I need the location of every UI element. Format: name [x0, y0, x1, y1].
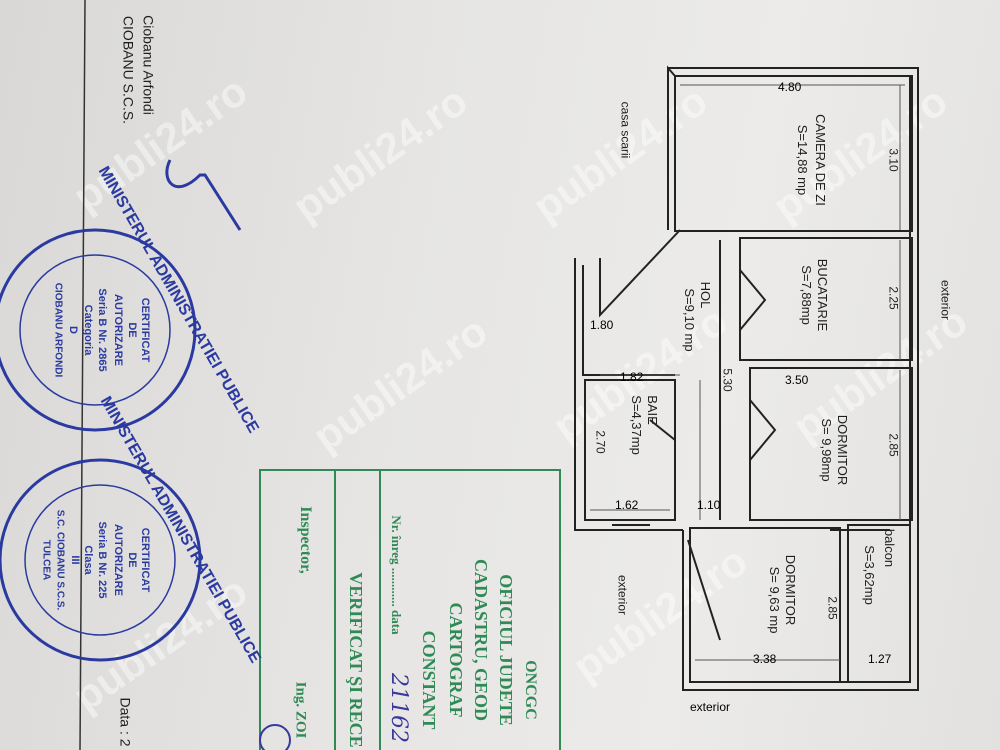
dimension: 1.82 — [620, 370, 644, 384]
floor-plan — [574, 65, 919, 691]
stamp-text: III — [69, 555, 82, 565]
room-name: BUCATARIE — [815, 258, 831, 332]
label-exterior: exterior — [938, 279, 953, 321]
dimension: 4.80 — [778, 80, 802, 94]
stamp-text: AUTORIZARE — [112, 524, 125, 596]
stamp-text: CERTIFICAT — [139, 527, 152, 593]
oncgc-stamp-frame — [259, 469, 561, 750]
dimension-lines — [590, 84, 905, 661]
room-name: BAIE — [645, 395, 661, 425]
stamp-text: Categoria — [82, 304, 95, 356]
stamp-text: TULCEA — [40, 539, 52, 581]
room-area: S=9,10 mp — [682, 288, 698, 352]
label-staircase: casa scarii — [618, 101, 633, 159]
room-name: balcon — [882, 528, 898, 568]
dimension: 1.27 — [868, 652, 892, 666]
label-exterior: exterior — [690, 700, 731, 714]
stamp-text: DE — [126, 322, 139, 338]
stamp-text: CIOBANU ARFONDI — [52, 282, 64, 378]
room-area: S=3,62mp — [862, 545, 878, 605]
stamp2-inner — [24, 484, 176, 636]
stamp2-ring — [0, 458, 202, 662]
stamp-text: CONSTANT — [418, 630, 439, 730]
dimension: 2.85 — [825, 596, 840, 620]
stamp-text: D — [67, 326, 80, 334]
room-name: CAMERA DE ZI — [813, 114, 829, 206]
stamp1-inner — [19, 254, 171, 406]
stamp1-ring — [0, 228, 197, 432]
dimension: 2.70 — [593, 430, 608, 454]
stamp-text: ONCGC — [521, 660, 539, 720]
stamp-text: VERIFICAT ŞI RECE — [345, 572, 366, 748]
room-name: HOL — [698, 281, 714, 309]
date-label: Data : 2 — [117, 697, 134, 747]
room-area: S=14,88 mp — [795, 124, 811, 196]
stamp-text: S.C. CIOBANU S.C.S. — [54, 509, 66, 611]
margin-line — [79, 0, 86, 750]
dimension: 1.62 — [615, 498, 639, 512]
dimension: 3.50 — [785, 373, 809, 387]
stamp-text: CARTOGRAF — [445, 602, 466, 718]
dimension: 5.30 — [720, 368, 735, 392]
room-area: S=4,37mp — [629, 395, 645, 455]
author-line: Ciobanu Arfondi — [140, 15, 157, 115]
dimension: 3.38 — [753, 652, 777, 666]
stamp-text: Inspector, — [296, 506, 314, 574]
stamp-text: DE — [126, 552, 139, 568]
dimension: 2.25 — [886, 286, 901, 310]
dimension: 2.85 — [886, 433, 901, 457]
stamp-text: CERTIFICAT — [139, 297, 152, 363]
handwritten-number: 21162 — [386, 673, 412, 743]
registration-label: Nr. înreg ............ data — [389, 515, 405, 635]
dimension: 1.10 — [697, 498, 721, 512]
stamp-text: OFICIUL JUDETE — [495, 574, 516, 726]
stamp-text: Ing. ZOI — [292, 681, 309, 739]
room-area: S=7,88mp — [799, 265, 815, 325]
stamp-text: Seria B Nr. 2865 — [96, 288, 109, 372]
room-area: S= 9,63 mp — [767, 566, 783, 634]
author-company: CIOBANU S.C.S. — [120, 15, 137, 125]
handwritten-circle — [259, 724, 291, 750]
stamp-text: Seria B Nr. 225 — [96, 521, 109, 599]
stamp-text: AUTORIZARE — [112, 294, 125, 366]
room-name: DORMITOR — [835, 414, 851, 486]
room-area: S= 9,98mp — [819, 418, 835, 482]
signature — [165, 159, 242, 231]
stamp-text: CADASTRU, GEOD — [470, 558, 491, 722]
dimension: 1.80 — [590, 318, 614, 332]
room-name: DORMITOR — [783, 554, 799, 626]
dimension: 3.10 — [886, 148, 901, 172]
label-exterior: exterior — [615, 574, 630, 616]
stamp-text: Clasa — [82, 545, 95, 575]
